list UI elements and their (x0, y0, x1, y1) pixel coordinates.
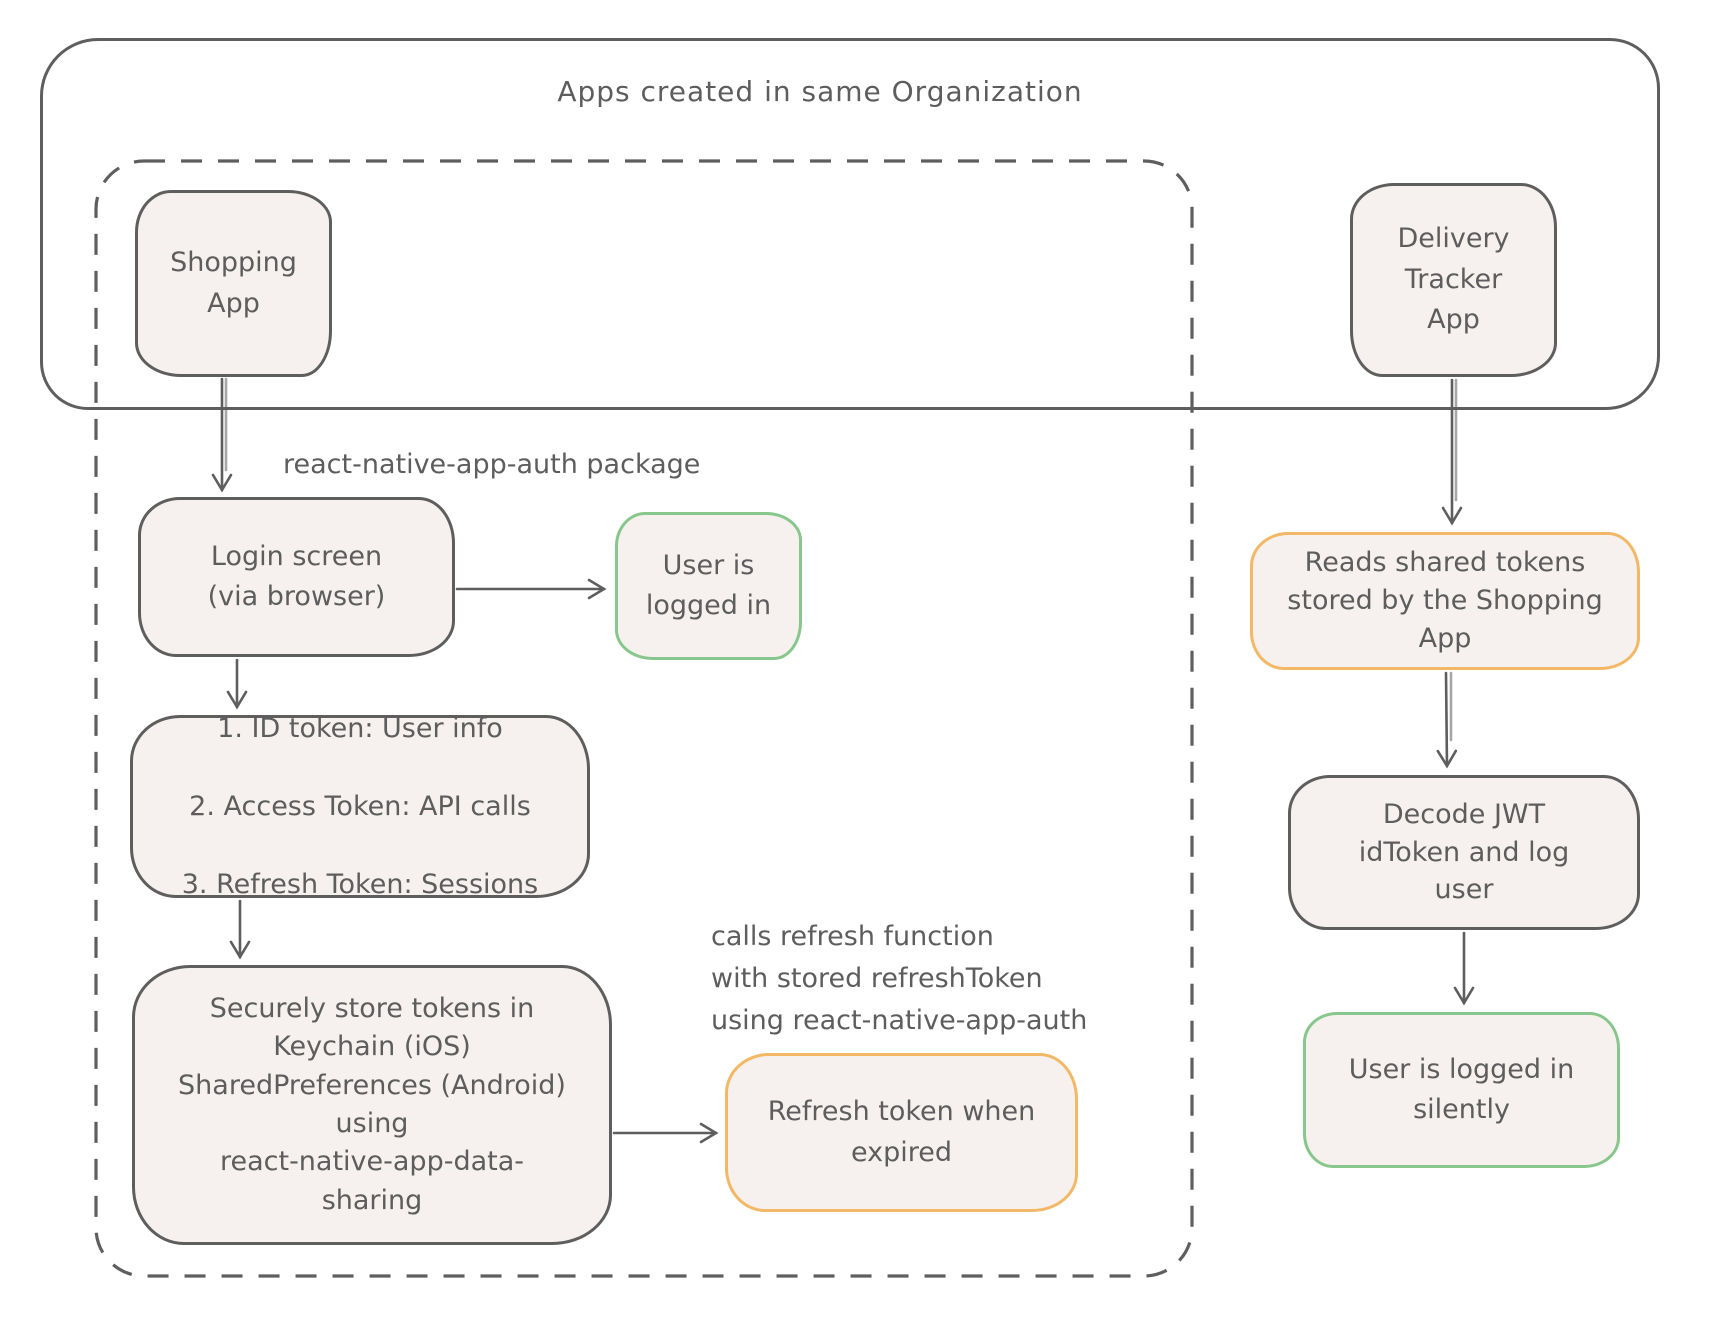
token-list-item: 2. Access Token: API calls (189, 790, 531, 822)
node-reads-shared-tokens: Reads shared tokens stored by the Shoppi… (1250, 532, 1640, 670)
annotation-refresh-function: calls refresh function with stored refre… (711, 921, 1088, 1036)
node-user-logged-in: User is logged in (615, 512, 802, 660)
node-delivery-tracker-app: Delivery Tracker App (1350, 183, 1557, 377)
token-list-item: 3. Refresh Token: Sessions (181, 869, 539, 901)
node-silent-login: User is logged in silently (1303, 1012, 1620, 1168)
node-token-list: 1. ID token: User info 2. Access Token: … (130, 713, 590, 900)
node-secure-store: Securely store tokens in Keychain (iOS) … (132, 965, 612, 1245)
token-list-item: 1. ID token: User info (217, 712, 503, 744)
node-shopping-app: Shopping App (135, 190, 332, 377)
token-list: 1. ID token: User info 2. Access Token: … (182, 670, 538, 944)
node-refresh-token: Refresh token when expired (725, 1053, 1078, 1212)
arrow-reads-to-decode (1436, 671, 1458, 769)
node-login-screen: Login screen (via browser) (138, 497, 455, 657)
organization-group-title: Apps created in same Organization (557, 75, 1083, 108)
annotation-auth-package: react-native-app-auth package (283, 449, 701, 480)
node-decode-jwt: Decode JWT idToken and log user (1288, 775, 1640, 930)
